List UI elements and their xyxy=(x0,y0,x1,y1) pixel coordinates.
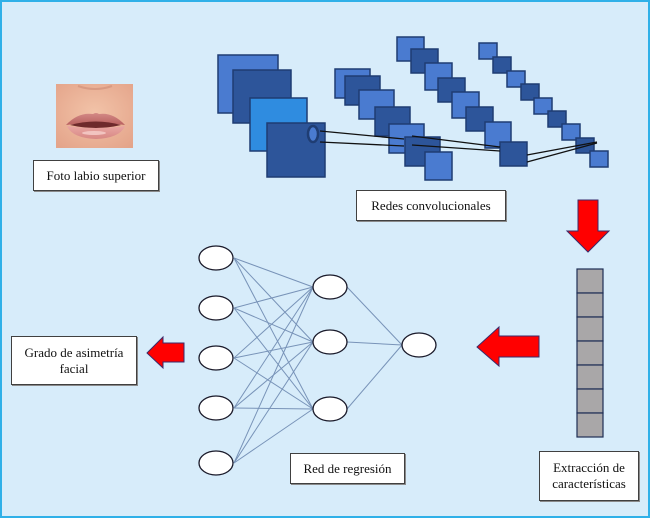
network-edge xyxy=(233,341,314,464)
regression-label-text: Red de regresión xyxy=(303,460,392,476)
hidden-node xyxy=(312,329,348,355)
network-edge xyxy=(233,257,314,288)
network-edge xyxy=(346,341,403,346)
feature-cell xyxy=(576,364,604,390)
input-node xyxy=(198,345,234,371)
network-edge xyxy=(346,344,403,410)
feature-cell xyxy=(576,268,604,294)
feature-map-square xyxy=(520,83,540,101)
conv-layers xyxy=(217,36,609,181)
network-edge xyxy=(233,286,314,409)
network-edge xyxy=(233,257,314,410)
feature-map-square xyxy=(533,97,553,115)
lip-highlight xyxy=(82,131,106,135)
upper-lip xyxy=(66,113,125,125)
mouth-opening xyxy=(70,121,121,128)
network-edge xyxy=(233,407,314,410)
network-edge xyxy=(233,307,314,343)
feature-map-square xyxy=(561,123,581,141)
features-label-text: Extracción de características xyxy=(552,460,626,491)
input-node xyxy=(198,295,234,321)
output-label-text: Grado de asimetría facial xyxy=(24,344,124,376)
feature-cell xyxy=(576,292,604,318)
cnn-label-text: Redes convolucionales xyxy=(371,197,491,213)
network-edge xyxy=(233,286,314,359)
kernel-ellipse-icon xyxy=(306,124,320,144)
network-edge xyxy=(233,357,314,410)
conv-connection-line xyxy=(411,144,501,152)
network-edge xyxy=(233,286,314,309)
network-edge xyxy=(346,286,403,346)
feature-map-square xyxy=(424,151,453,181)
photo-label-text: Foto labio superior xyxy=(46,167,146,183)
output-label: Grado de asimetría facial xyxy=(11,336,137,385)
input-node xyxy=(198,395,234,421)
feature-cell xyxy=(576,316,604,342)
photo-label: Foto labio superior xyxy=(33,160,159,191)
input-node xyxy=(198,245,234,271)
feature-map-square xyxy=(589,150,609,168)
feature-map-square xyxy=(499,141,528,167)
input-node xyxy=(198,450,234,476)
network-edge xyxy=(233,408,314,464)
lip-photo xyxy=(56,84,133,148)
feature-map-square xyxy=(492,56,512,74)
conv-connections xyxy=(319,130,598,163)
regression-label: Red de regresión xyxy=(290,453,405,484)
red-arrow-left-icon xyxy=(146,335,185,370)
feature-cell xyxy=(576,388,604,414)
network-edge xyxy=(233,286,314,464)
network-edge xyxy=(233,341,314,359)
network-edge xyxy=(233,307,314,410)
conv-connection-line xyxy=(526,142,598,163)
hidden-node xyxy=(312,274,348,300)
feature-cell xyxy=(576,412,604,438)
network-nodes xyxy=(198,245,437,476)
network-edges xyxy=(233,257,403,464)
cnn-label: Redes convolucionales xyxy=(356,190,506,221)
feature-map-square xyxy=(478,42,498,60)
red-arrow-left-icon xyxy=(476,325,540,368)
feature-map-square xyxy=(506,70,526,88)
red-arrow-down-icon xyxy=(565,199,611,253)
nose-shadow xyxy=(77,85,113,90)
feature-vector xyxy=(576,268,604,438)
feature-map-square xyxy=(547,110,567,128)
conv-connection-line xyxy=(411,135,501,148)
conv-connection-line xyxy=(526,141,598,156)
conv-connection-line xyxy=(319,141,405,147)
conv-connection-line xyxy=(319,130,405,140)
feature-cell xyxy=(576,340,604,366)
features-label: Extracción de características xyxy=(539,451,639,501)
network-edge xyxy=(233,257,314,343)
output-node xyxy=(401,332,437,358)
hidden-node xyxy=(312,396,348,422)
